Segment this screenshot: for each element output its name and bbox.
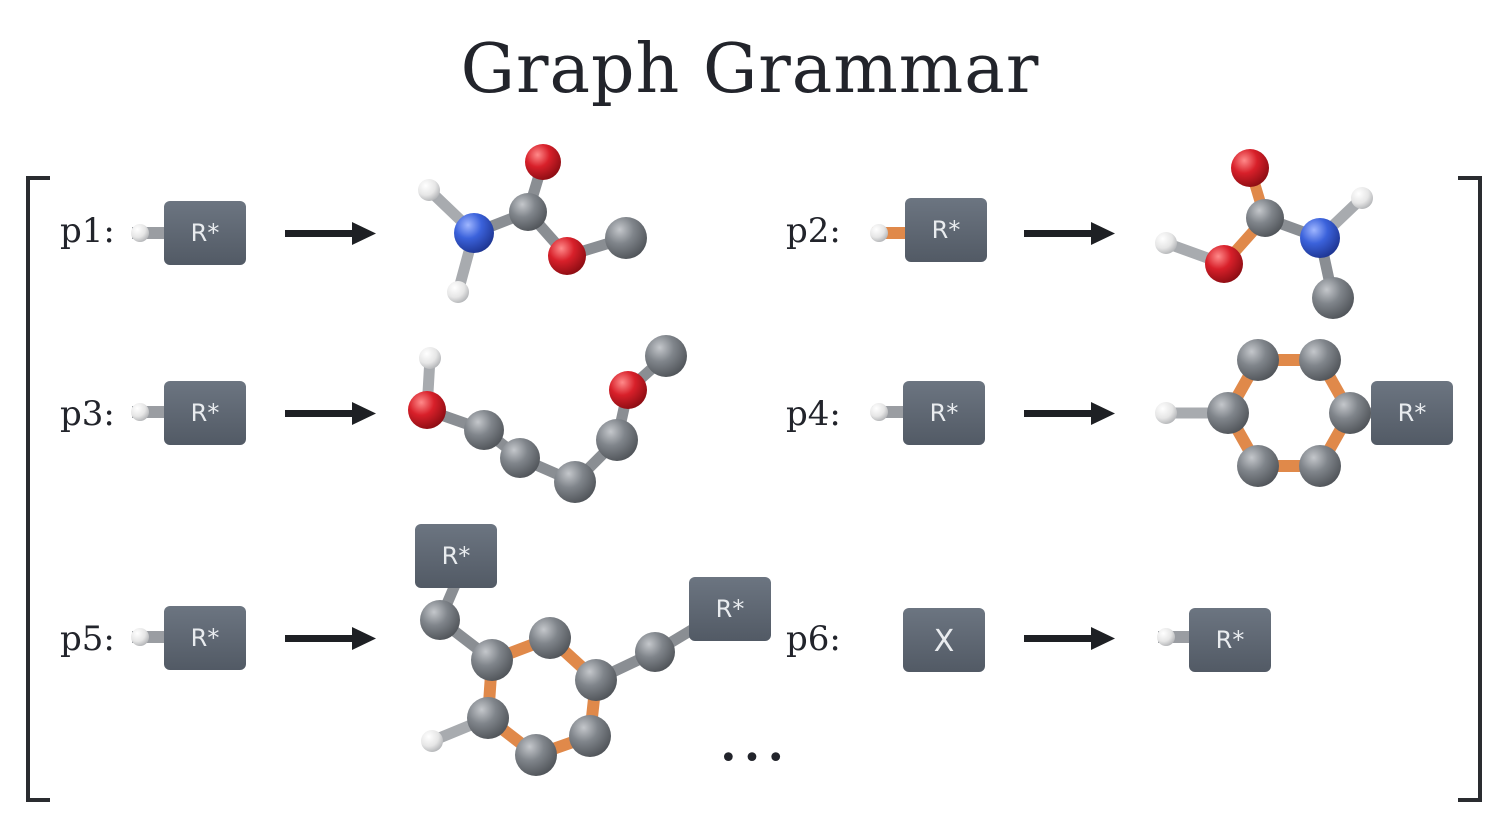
- p3-lhs: R*: [131, 381, 246, 445]
- r-star-box-label: R*: [932, 216, 961, 244]
- p6-rhs: R*: [1157, 608, 1271, 672]
- r-star-box: [164, 201, 246, 265]
- r-star-box-label: R*: [191, 624, 220, 652]
- rule-label-p6: p6:: [786, 619, 841, 659]
- r-star-box: [415, 524, 497, 588]
- r-star-box: [903, 381, 985, 445]
- arrows: [285, 222, 1115, 650]
- arrow-p4: [1024, 402, 1115, 425]
- r-star-box-label: R*: [930, 399, 959, 427]
- r-star-box-label: R*: [716, 595, 745, 623]
- arrow-p5: [285, 627, 376, 650]
- r-star-box: [905, 198, 987, 262]
- left-bracket: [26, 176, 50, 802]
- p1-rhs-molecule: [418, 144, 647, 303]
- x-box-label: X: [934, 624, 955, 659]
- arrow-p2: [1024, 222, 1115, 245]
- x-box: [903, 608, 985, 672]
- r-star-box: [1189, 608, 1271, 672]
- rule-label-p4: p4:: [786, 394, 841, 434]
- arrow-p6: [1024, 627, 1115, 650]
- p2-lhs: R*: [870, 198, 987, 262]
- p2-rhs-molecule: [1155, 149, 1373, 319]
- p4-rhs-molecule: R*: [1155, 339, 1453, 487]
- r-star-box: [164, 381, 246, 445]
- ellipsis: •••: [719, 741, 790, 776]
- arrow-p3: [285, 402, 376, 425]
- r-star-box-label: R*: [1216, 626, 1245, 654]
- p3-rhs-molecule: [408, 335, 687, 503]
- p1-lhs: R*: [131, 201, 246, 265]
- r-star-box-label: R*: [442, 542, 471, 570]
- r-star-box: [689, 577, 771, 641]
- rule-label-p3: p3:: [60, 394, 115, 434]
- p5-lhs: R*: [131, 606, 246, 670]
- r-star-box-label: R*: [191, 399, 220, 427]
- p6-lhs: X: [903, 608, 985, 672]
- right-bracket: [1458, 176, 1482, 802]
- rule-label-p5: p5:: [60, 619, 115, 659]
- r-star-box-label: R*: [1398, 399, 1427, 427]
- r-star-box-label: R*: [191, 219, 220, 247]
- diagram-title: Graph Grammar: [460, 30, 1040, 109]
- p5-rhs-molecule: R* R*: [415, 524, 771, 776]
- p4-lhs: R*: [870, 381, 985, 445]
- r-star-box: [1371, 381, 1453, 445]
- rule-label-p2: p2:: [786, 211, 841, 251]
- rule-label-p1: p1:: [60, 211, 115, 251]
- arrow-p1: [285, 222, 376, 245]
- r-star-box: [164, 606, 246, 670]
